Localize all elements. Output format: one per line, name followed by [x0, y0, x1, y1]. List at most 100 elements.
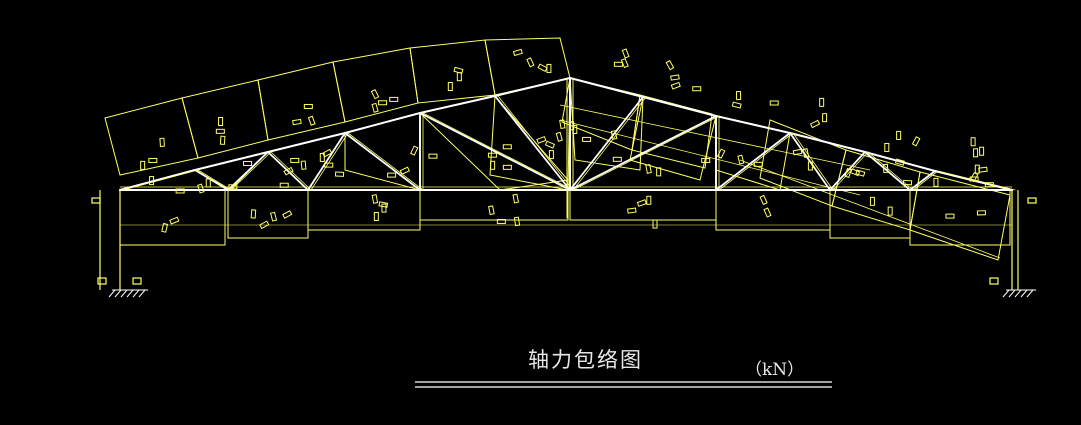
- web-envelope-band: [864, 151, 937, 191]
- column-label-mark: [989, 277, 999, 285]
- web-member: [934, 170, 1013, 191]
- support-columns: [91, 190, 1037, 290]
- web-member-envelope: [422, 112, 574, 191]
- axial-force-label: [218, 117, 224, 127]
- axial-force-label: [428, 153, 438, 159]
- axial-force-label: [979, 146, 985, 156]
- axial-force-label: [844, 167, 852, 179]
- axial-force-label: [753, 161, 763, 167]
- support-hatch: [138, 289, 146, 298]
- support-hatch: [1002, 289, 1010, 298]
- web-member-envelope: [122, 169, 199, 191]
- web-envelope-band: [569, 77, 644, 171]
- top-chord-envelope-box: [409, 39, 496, 104]
- support-hatch: [1020, 289, 1028, 298]
- web-member-envelope: [572, 96, 647, 191]
- axial-force-label: [292, 118, 302, 126]
- axial-force-label: [731, 101, 742, 109]
- axial-force-label: [487, 152, 497, 158]
- support-hatch: [126, 289, 134, 298]
- web-member-envelope: [310, 132, 349, 191]
- web-member-envelope: [792, 132, 834, 191]
- axial-force-label: [447, 81, 453, 91]
- axial-force-label: [809, 119, 821, 129]
- axial-force-label: [627, 207, 637, 214]
- axial-force-label: [513, 216, 521, 227]
- axial-force-label: [544, 140, 556, 149]
- axial-force-label: [613, 61, 623, 67]
- axial-force-label: [763, 207, 772, 218]
- axial-force-label: [219, 135, 226, 145]
- axial-force-label: [612, 156, 622, 162]
- axial-force-label: [250, 209, 257, 219]
- web-member: [119, 169, 196, 191]
- bottom-chord-envelope-box: [909, 189, 1011, 246]
- axial-force-label: [645, 164, 652, 174]
- web-member: [227, 151, 269, 191]
- axial-force-label: [670, 81, 681, 90]
- axial-force-label: [620, 57, 629, 69]
- axial-force-label: [300, 160, 307, 170]
- axial-force-label: [399, 166, 410, 175]
- envelope-line: [559, 104, 871, 171]
- axial-force-label: [389, 96, 399, 102]
- axial-force-label: [896, 130, 902, 140]
- axial-force-label: [371, 194, 379, 204]
- axial-force-label: [526, 57, 535, 68]
- bottom-chord-envelope-box: [227, 189, 309, 239]
- top-chord-envelope-box: [257, 61, 346, 141]
- axial-force-label: [371, 102, 379, 113]
- web-member: [909, 170, 936, 191]
- axial-force-label: [855, 169, 866, 177]
- axial-force-label: [569, 121, 575, 131]
- web-envelope-band: [344, 112, 421, 191]
- axial-force-label: [636, 199, 647, 207]
- axial-force-label: [169, 216, 180, 225]
- axial-force-envelope: [104, 37, 1012, 261]
- axial-force-label: [646, 195, 652, 205]
- support-hatch: [1008, 289, 1016, 298]
- axial-force-label: [283, 166, 294, 176]
- axial-force-label: [945, 213, 955, 219]
- axial-force-label: [381, 203, 387, 213]
- axial-force-label: [735, 90, 742, 101]
- web-member: [344, 132, 421, 191]
- axial-force-label: [512, 48, 523, 57]
- support-hatch: [108, 289, 116, 298]
- axial-force-label: [807, 161, 813, 171]
- axial-force-label: [490, 160, 496, 170]
- top-chord-envelope-box: [484, 37, 571, 96]
- axial-force-label: [373, 211, 379, 221]
- bottom-chord-envelope-box: [419, 189, 569, 221]
- axial-force-label: [555, 131, 563, 142]
- column-label-mark: [132, 277, 142, 285]
- axial-force-label: [215, 128, 225, 134]
- axial-force-label: [205, 178, 211, 188]
- envelope-line: [559, 119, 861, 196]
- top-chord-segment: [344, 112, 421, 134]
- axial-force-label: [175, 188, 185, 194]
- web-member: [267, 151, 309, 191]
- web-envelope-band: [715, 115, 791, 191]
- web-member: [194, 169, 229, 191]
- axial-force-label: [970, 137, 976, 147]
- axial-force-label: [488, 205, 495, 216]
- axial-force-label-marks: [140, 48, 994, 233]
- axial-force-label: [259, 220, 270, 230]
- axial-force-label: [140, 160, 146, 170]
- axial-force-label: [536, 135, 547, 144]
- top-chord-segment: [494, 77, 571, 97]
- top-chord-segment: [642, 96, 717, 117]
- support-hatch: [132, 289, 140, 298]
- axial-force-label: [933, 177, 939, 187]
- bottom-chord-envelope-box: [307, 189, 421, 231]
- web-member-envelope: [867, 151, 914, 191]
- axial-force-label: [819, 97, 825, 107]
- axial-force-label: [978, 166, 988, 173]
- axial-force-label: [984, 182, 994, 188]
- axial-force-label: [319, 152, 325, 162]
- axial-force-label: [769, 100, 779, 106]
- axial-force-label: [282, 210, 293, 219]
- top-chord-segment: [267, 132, 346, 153]
- axial-force-label: [911, 136, 921, 147]
